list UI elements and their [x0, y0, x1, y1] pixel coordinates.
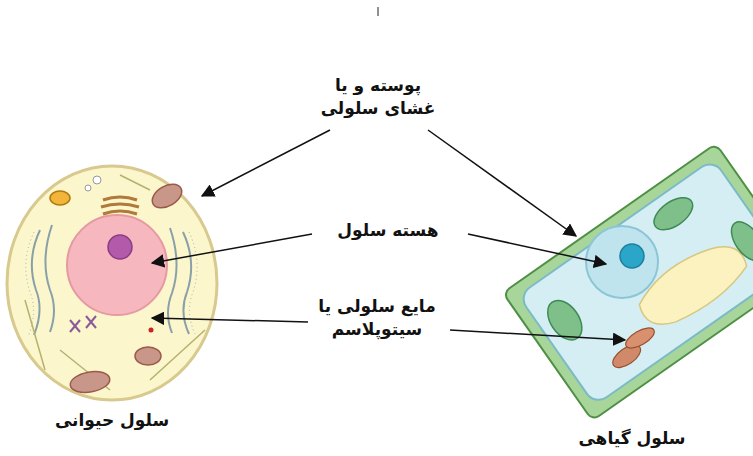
- plant-cell: [503, 144, 753, 421]
- cell-node: سلول حیوانی: [5, 163, 220, 433]
- cell-caption: سلول گیاهی: [578, 427, 685, 450]
- animal-cell: [7, 166, 217, 400]
- cell-caption: سلول حیوانی: [55, 409, 169, 432]
- leader-arrows: [152, 130, 625, 340]
- cell-node: سلول گیاهی: [520, 150, 753, 450]
- stray-mark: [378, 7, 379, 16]
- part-label: پوسته و یا غشای سلولی: [311, 74, 446, 120]
- part-label: مایع سلولی یا سیتوپلاسم: [315, 295, 440, 341]
- part-label: هسته سلول: [308, 219, 468, 242]
